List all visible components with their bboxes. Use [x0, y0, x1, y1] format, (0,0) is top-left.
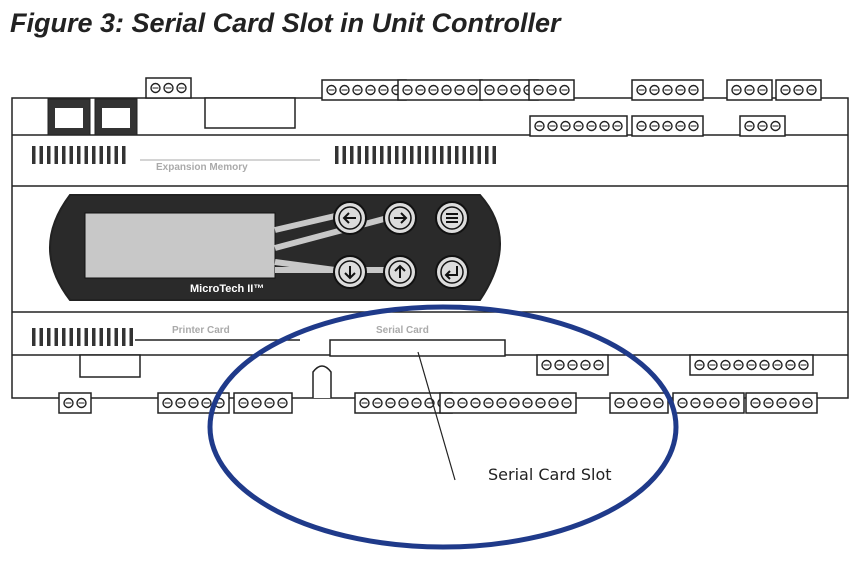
- pin-header: [32, 328, 133, 346]
- highlight-ellipse: [207, 304, 679, 550]
- terminal-block: [689, 354, 814, 376]
- menu-icon[interactable]: [435, 201, 469, 235]
- terminal-block: [528, 79, 575, 101]
- keypad: [333, 201, 469, 289]
- controller-board: [11, 97, 849, 399]
- terminal-block: [233, 392, 293, 414]
- terminal-block: [439, 392, 577, 414]
- rj-port-1-jack: [55, 108, 83, 128]
- terminal-block: [609, 392, 669, 414]
- terminal-block: [321, 79, 407, 101]
- pin-header: [335, 146, 496, 164]
- terminal-block: [739, 115, 786, 137]
- callout-leader-line: [417, 351, 456, 481]
- rj-port-group: [47, 98, 138, 136]
- terminal-blocks: [58, 77, 822, 414]
- memory-socket: [204, 97, 296, 129]
- terminal-block: [726, 79, 773, 101]
- arrow-down-icon[interactable]: [333, 255, 367, 289]
- terminal-block: [631, 115, 704, 137]
- terminal-block: [672, 392, 745, 414]
- terminal-block: [529, 115, 628, 137]
- terminal-block: [354, 392, 453, 414]
- trace-1: [274, 213, 336, 233]
- lcd-screen: [84, 212, 276, 279]
- printer-card-label: Printer Card: [172, 325, 230, 336]
- display-module: MicroTech II™: [49, 194, 501, 301]
- serial-card-label: Serial Card: [376, 325, 429, 336]
- trace-2: [274, 213, 396, 251]
- terminal-block: [536, 354, 609, 376]
- enter-icon[interactable]: [435, 255, 469, 289]
- arrow-right-icon[interactable]: [383, 201, 417, 235]
- printer-card-slot: [79, 354, 141, 378]
- terminal-block: [397, 79, 483, 101]
- terminal-block: [745, 392, 818, 414]
- callout-label: Serial Card Slot: [488, 465, 612, 484]
- pin-header: [32, 146, 126, 164]
- mounting-clip: [312, 365, 332, 398]
- pin-headers: [32, 146, 496, 346]
- terminal-block: [58, 392, 92, 414]
- expansion-memory-label: Expansion Memory: [156, 162, 248, 173]
- serial-card-slot: [329, 339, 506, 357]
- arrow-left-icon[interactable]: [333, 201, 367, 235]
- rj-port-2-jack: [102, 108, 130, 128]
- arrow-up-icon[interactable]: [383, 255, 417, 289]
- terminal-block: [145, 77, 192, 99]
- brand-label: MicroTech II™: [190, 283, 264, 295]
- figure-title: Figure 3: Serial Card Slot in Unit Contr…: [10, 8, 561, 38]
- card-slots: [79, 339, 506, 398]
- terminal-block: [631, 79, 704, 101]
- terminal-block: [775, 79, 822, 101]
